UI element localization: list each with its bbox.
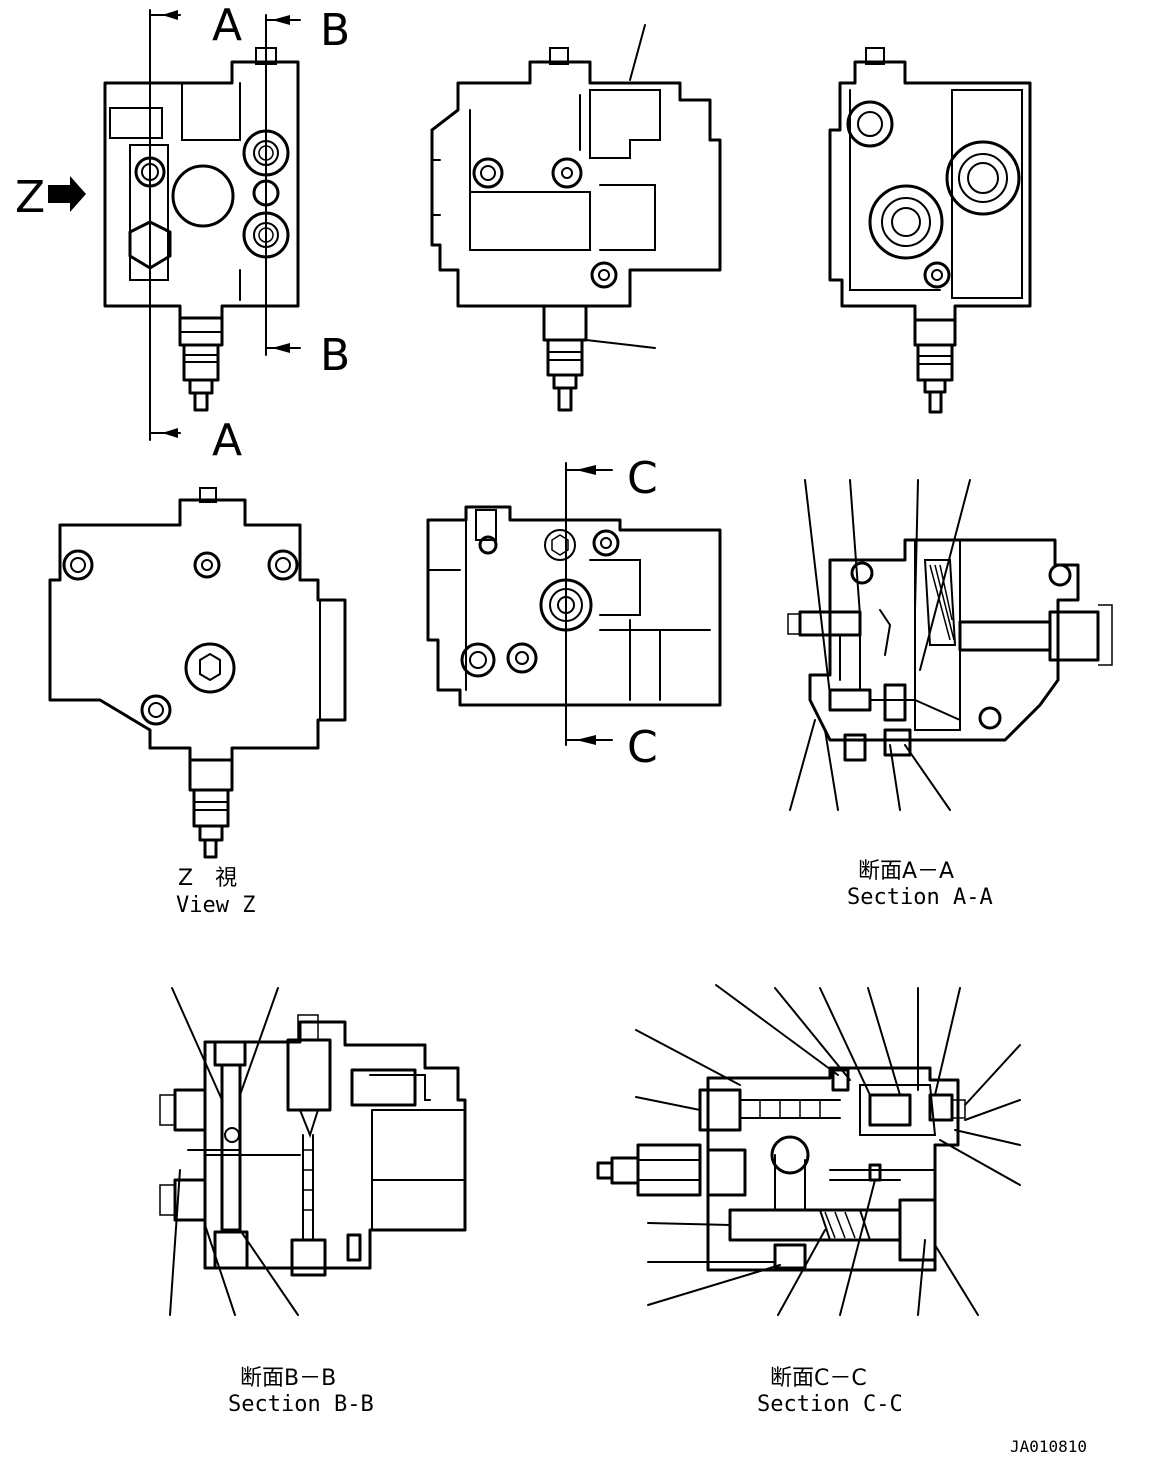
caption-view-z-jp: Z 視 <box>178 866 237 891</box>
section-marker-a-top: A <box>212 0 242 51</box>
caption-section-aa-en: Section A-A <box>847 885 993 910</box>
caption-section-bb-en: Section B-B <box>228 1392 374 1417</box>
caption-section-cc-en: Section C-C <box>757 1392 903 1417</box>
front-view <box>48 9 301 441</box>
section-marker-c-top: C <box>627 453 658 504</box>
section-b-b <box>159 987 467 1316</box>
side-view <box>430 24 722 412</box>
caption-section-cc-jp: 断面C－C <box>770 1366 867 1391</box>
bottom-view <box>426 462 722 746</box>
section-a-a <box>787 479 1113 811</box>
section-marker-c-bottom: C <box>627 722 658 773</box>
section-c-c <box>596 984 1021 1316</box>
view-z <box>48 487 347 859</box>
caption-section-bb-jp: 断面B－B <box>240 1366 336 1391</box>
view-marker-z: Z <box>15 172 45 223</box>
rear-view <box>828 47 1032 414</box>
section-marker-b-top: B <box>320 5 350 56</box>
section-marker-b-bottom: B <box>320 330 350 381</box>
section-marker-a-bottom: A <box>212 415 242 466</box>
caption-view-z-en: View Z <box>176 893 255 918</box>
caption-section-aa-jp: 断面A－A <box>858 859 954 884</box>
drawing-code: JA010810 <box>1010 1437 1087 1456</box>
